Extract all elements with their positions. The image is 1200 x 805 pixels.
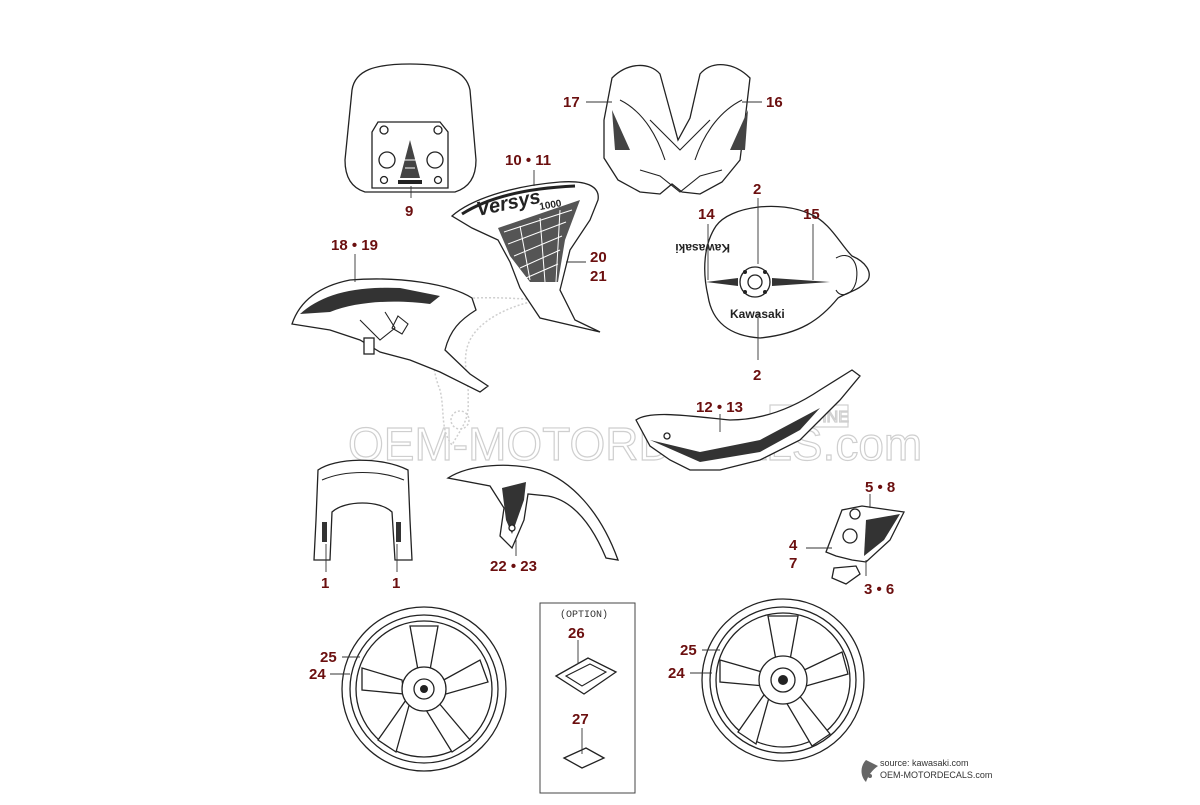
callout-24-front: 24 — [309, 666, 326, 683]
part-heel-guard — [825, 505, 905, 585]
part-decal-sheet — [562, 728, 606, 769]
part-inner-cowl — [313, 459, 413, 561]
tank-cap — [739, 266, 771, 298]
callout-1-left: 1 — [321, 575, 329, 592]
callout-22-23: 22 • 23 — [490, 558, 537, 575]
callout-7: 7 — [789, 555, 797, 572]
part-side-shroud: Versys 1000 — [450, 181, 601, 333]
callout-2-bottom: 2 — [753, 367, 761, 384]
callout-27: 27 — [572, 711, 589, 728]
part-front-fender — [446, 464, 619, 561]
callout-17: 17 — [563, 94, 580, 111]
part-rear-wheel — [701, 598, 865, 762]
option-label: (OPTION) — [560, 609, 608, 621]
callout-1-right: 1 — [392, 575, 400, 592]
callout-15: 15 — [803, 206, 820, 223]
callout-18-19: 18 • 19 — [331, 237, 378, 254]
callout-4: 4 — [789, 537, 798, 554]
callout-25-rear: 25 — [680, 642, 697, 659]
callout-14: 14 — [698, 206, 715, 223]
callout-16: 16 — [766, 94, 783, 111]
front-wheel-spokes — [361, 625, 489, 754]
callout-21: 21 — [590, 268, 607, 285]
part-front-wheel — [341, 606, 507, 772]
part-upper-cowl — [603, 64, 751, 195]
source-logo-icon — [861, 760, 878, 782]
source-site: OEM-MOTORDECALS.com — [880, 770, 992, 780]
source-text: source: kawasaki.com — [880, 758, 969, 768]
part-tail-cowl — [635, 369, 861, 471]
watermark-text: OEM-MOTORDECALS.com — [348, 418, 922, 470]
option-box: (OPTION) — [539, 602, 636, 794]
windscreen-decal — [398, 140, 422, 184]
tank-brand-bottom: Kawasaki — [730, 307, 785, 321]
part-tank-pad — [554, 640, 618, 695]
callout-12-13: 12 • 13 — [696, 399, 743, 416]
callout-25-front: 25 — [320, 649, 337, 666]
callout-9: 9 — [405, 203, 413, 220]
tank-brand-top: Kawasaki — [675, 241, 730, 255]
callout-26: 26 — [568, 625, 585, 642]
callout-2-top: 2 — [753, 181, 761, 198]
watermark-logo-icon — [432, 296, 541, 447]
part-windscreen — [344, 63, 477, 193]
part-fuel-tank: Kawasaki Kawasaki — [675, 205, 870, 339]
callout-24-rear: 24 — [668, 665, 685, 682]
callout-3-6: 3 • 6 — [864, 581, 894, 598]
callout-20: 20 — [590, 249, 607, 266]
callout-5-8: 5 • 8 — [865, 479, 895, 496]
source-credit: source: kawasaki.com OEM-MOTORDECALS.com — [861, 758, 992, 782]
shroud-mesh-pattern — [498, 200, 580, 283]
part-front-cowl-side — [291, 278, 490, 393]
callout-10-11: 10 • 11 — [505, 152, 551, 169]
